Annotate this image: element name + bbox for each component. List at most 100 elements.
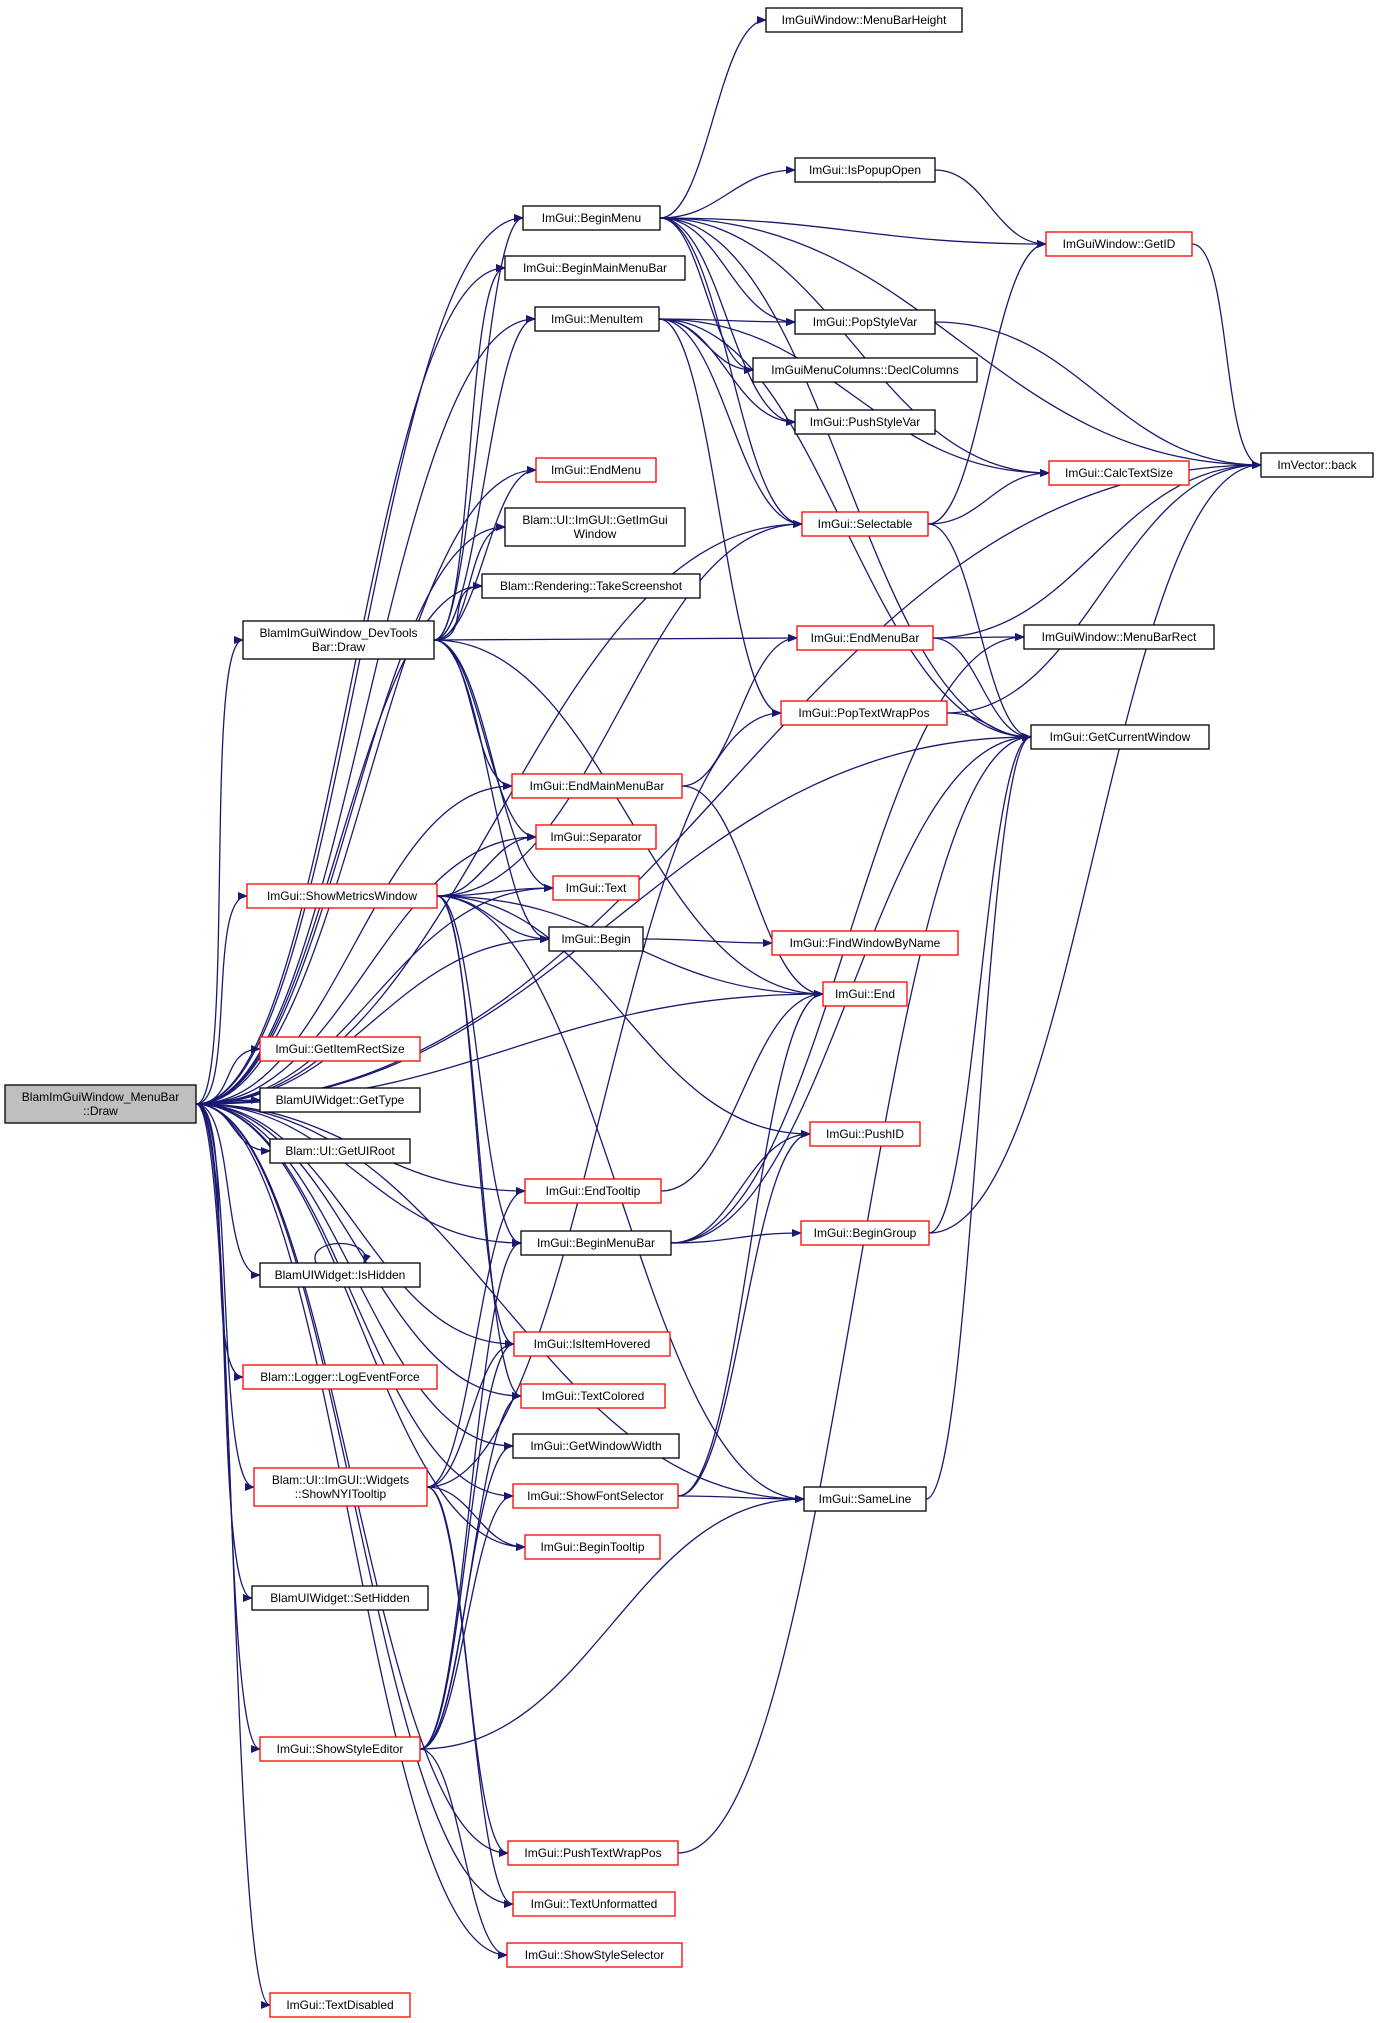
node-label: Blam::Rendering::TakeScreenshot — [500, 579, 683, 593]
call-edge-endmainmenubar-to-endmenubar — [681, 634, 798, 787]
node-endmainmenubar[interactable]: ImGui::EndMainMenuBar — [511, 773, 683, 799]
node-endtooltip[interactable]: ImGui::EndTooltip — [524, 1178, 662, 1204]
node-beginmenubar[interactable]: ImGui::BeginMenuBar — [520, 1230, 672, 1256]
node-label: ImGui::IsPopupOpen — [809, 163, 921, 177]
node-findwindowbyname[interactable]: ImGui::FindWindowByName — [771, 930, 959, 956]
node-pushtextwrappos[interactable]: ImGui::PushTextWrapPos — [507, 1840, 679, 1866]
node-label: ImGui::EndTooltip — [546, 1184, 641, 1198]
node-getitemrectsize[interactable]: ImGui::GetItemRectSize — [259, 1036, 421, 1062]
node-selectable[interactable]: ImGui::Selectable — [801, 511, 929, 537]
call-edge-shownyi-to-begintooltip — [426, 1486, 526, 1551]
node-textdisabled[interactable]: ImGui::TextDisabled — [269, 1992, 411, 2018]
node-sethidden[interactable]: BlamUIWidget::SetHidden — [251, 1585, 429, 1611]
node-label: ImGui::PushTextWrapPos — [524, 1846, 661, 1860]
node-getuiroot[interactable]: Blam::UI::GetUIRoot — [269, 1138, 411, 1164]
node-ishidden[interactable]: BlamUIWidget::IsHidden — [259, 1262, 421, 1288]
node-box — [800, 1220, 930, 1246]
node-poptextwrappos[interactable]: ImGui::PopTextWrapPos — [780, 700, 948, 726]
call-edge-root-to-beginmainmenubar — [195, 264, 506, 1105]
node-root[interactable]: BlamImGuiWindow_MenuBar::Draw — [4, 1084, 197, 1124]
node-box — [242, 1364, 438, 1390]
node-declcolumns[interactable]: ImGuiMenuColumns::DeclColumns — [752, 357, 978, 383]
node-popstylevar[interactable]: ImGui::PopStyleVar — [794, 309, 936, 335]
node-box — [513, 1331, 671, 1357]
node-label: ImGuiWindow::GetID — [1063, 237, 1176, 251]
call-edge-endmainmenubar-to-end — [681, 785, 824, 998]
node-pushstylevar[interactable]: ImGui::PushStyleVar — [794, 409, 936, 435]
node-box — [512, 1891, 676, 1917]
node-label: ImGui::BeginMenu — [542, 211, 641, 225]
node-getcurrentwindow[interactable]: ImGui::GetCurrentWindow — [1030, 724, 1210, 750]
node-gettype[interactable]: BlamUIWidget::GetType — [259, 1087, 421, 1113]
node-shownyi[interactable]: Blam::UI::ImGUI::Widgets::ShowNYITooltip — [253, 1467, 428, 1507]
node-ispopupopen[interactable]: ImGui::IsPopupOpen — [794, 157, 936, 183]
call-edge-ishidden-to-ishidden — [314, 1242, 371, 1264]
node-box — [259, 1036, 421, 1062]
node-isitemhovered[interactable]: ImGui::IsItemHovered — [513, 1331, 671, 1357]
node-showfontselector[interactable]: ImGui::ShowFontSelector — [512, 1483, 679, 1509]
node-begin[interactable]: ImGui::Begin — [548, 926, 644, 952]
node-label: BlamImGuiWindow_MenuBar — [22, 1090, 179, 1104]
call-edge-showstyleeditor-to-sameline — [419, 1495, 805, 1750]
node-beginmenu[interactable]: ImGui::BeginMenu — [522, 205, 661, 231]
node-box — [548, 926, 644, 952]
node-menubarheight[interactable]: ImGuiWindow::MenuBarHeight — [765, 7, 963, 33]
node-separator[interactable]: ImGui::Separator — [535, 824, 657, 850]
node-box — [4, 1084, 197, 1124]
node-text[interactable]: ImGui::Text — [552, 875, 640, 901]
node-box — [765, 7, 963, 33]
call-edge-showfontselector-to-pushid — [677, 1130, 811, 1497]
node-textunformatted[interactable]: ImGui::TextUnformatted — [512, 1891, 676, 1917]
call-edge-root-to-textdisabled — [195, 1103, 271, 2009]
node-getid[interactable]: ImGuiWindow::GetID — [1045, 231, 1193, 257]
node-menubarrect[interactable]: ImGuiWindow::MenuBarRect — [1023, 624, 1215, 650]
node-label: ImGui::BeginTooltip — [540, 1540, 644, 1554]
node-logeventforce[interactable]: Blam::Logger::LogEventForce — [242, 1364, 438, 1390]
node-label: Window — [574, 527, 617, 541]
node-begingroup[interactable]: ImGui::BeginGroup — [800, 1220, 930, 1246]
call-edge-devtools-to-endmenubar — [433, 634, 798, 643]
node-label: ImGui::FindWindowByName — [790, 936, 941, 950]
node-label: ImGui::MenuItem — [551, 312, 643, 326]
node-label: ImGui::BeginGroup — [814, 1226, 917, 1240]
node-calctextsize[interactable]: ImGui::CalcTextSize — [1048, 460, 1190, 486]
node-textcolored[interactable]: ImGui::TextColored — [520, 1383, 666, 1409]
node-label: ImGui::TextDisabled — [286, 1998, 393, 2012]
node-menuitem[interactable]: ImGui::MenuItem — [534, 306, 660, 332]
node-box — [1048, 460, 1190, 486]
call-edge-root-to-imvectorback — [195, 461, 1262, 1105]
node-getwindowwidth[interactable]: ImGui::GetWindowWidth — [512, 1433, 680, 1459]
node-beginmainmenubar[interactable]: ImGui::BeginMainMenuBar — [504, 255, 686, 281]
node-begintooltip[interactable]: ImGui::BeginTooltip — [524, 1534, 661, 1560]
call-edge-beginmenubar-to-pushid — [670, 1130, 811, 1244]
node-takescreenshot[interactable]: Blam::Rendering::TakeScreenshot — [481, 573, 701, 599]
node-label: ImGuiMenuColumns::DeclColumns — [771, 363, 958, 377]
node-label: ImGui::Separator — [550, 830, 641, 844]
call-edge-devtools-to-takescreenshot — [433, 582, 483, 641]
call-edge-devtools-to-endmainmenubar — [433, 639, 513, 790]
node-pushid[interactable]: ImGui::PushID — [809, 1121, 921, 1147]
node-showstyleselector[interactable]: ImGui::ShowStyleSelector — [506, 1942, 683, 1968]
call-edge-devtools-to-getimguiwindow — [433, 523, 506, 641]
call-edge-showmetrics-to-selectable — [436, 520, 803, 897]
call-edge-devtools-to-menuitem — [433, 315, 536, 641]
node-box — [534, 306, 660, 332]
call-edge-menuitem-to-poptextwrappos — [658, 318, 782, 717]
node-label: ImGui::Begin — [561, 932, 630, 946]
node-endmenubar[interactable]: ImGui::EndMenuBar — [796, 625, 934, 651]
node-end[interactable]: ImGui::End — [822, 981, 908, 1007]
node-label: ImGui::BeginMenuBar — [537, 1236, 655, 1250]
call-edge-begingroup-to-imvectorback — [928, 461, 1262, 1234]
node-imvectorback[interactable]: ImVector::back — [1260, 452, 1374, 478]
node-showmetrics[interactable]: ImGui::ShowMetricsWindow — [246, 883, 438, 909]
node-endmenu[interactable]: ImGui::EndMenu — [535, 457, 657, 483]
call-edge-shownyi-to-textunformatted — [426, 1486, 514, 1908]
node-showstyleeditor[interactable]: ImGui::ShowStyleEditor — [259, 1736, 421, 1762]
node-box — [1023, 624, 1215, 650]
node-label: Blam::UI::GetUIRoot — [285, 1144, 395, 1158]
node-sameline[interactable]: ImGui::SameLine — [803, 1486, 927, 1512]
node-label: ImGui::EndMainMenuBar — [530, 779, 665, 793]
node-box — [524, 1534, 661, 1560]
